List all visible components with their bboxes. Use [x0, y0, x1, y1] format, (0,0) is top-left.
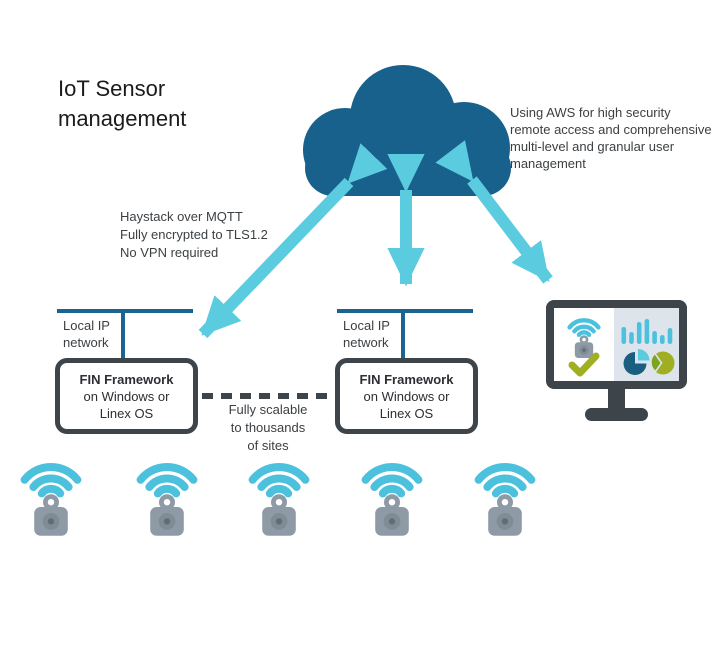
- wifi-sensor-icon: [366, 467, 419, 536]
- fin-framework-box-left: FIN Framework on Windows or Linex OS: [55, 358, 198, 434]
- network-line-left: [57, 309, 193, 358]
- fin-box-line3: Linex OS: [379, 405, 434, 421]
- wifi-sensor-icon: [141, 467, 194, 536]
- page-title: IoT Sensor management: [58, 76, 187, 131]
- monitor-icon: [546, 300, 687, 421]
- fin-box-line3: Linex OS: [99, 405, 154, 421]
- pie-chart-olive-icon: [650, 351, 675, 375]
- bar-chart-icon: [621, 319, 673, 344]
- double-arrow-right-icon: [435, 140, 553, 284]
- fin-box-line2: on Windows or: [363, 388, 450, 404]
- wifi-sensor-icon: [479, 467, 532, 536]
- fin-box-title: FIN Framework: [79, 371, 174, 387]
- pie-chart-icon: [623, 349, 650, 375]
- scalable-annotation: Fully scalable to thousands of sites: [228, 402, 308, 453]
- wifi-sensor-icon: [25, 467, 78, 536]
- cloud-icon: [303, 65, 511, 196]
- aws-annotation: Using AWS for high security remote acces…: [510, 105, 712, 171]
- checkmark-icon: [568, 352, 600, 377]
- sensor-row: [25, 467, 532, 536]
- double-arrow-left-icon: [198, 143, 388, 339]
- fin-box-title: FIN Framework: [359, 371, 454, 387]
- network-label-left: Local IP network: [63, 318, 110, 350]
- fin-box-line2: on Windows or: [83, 388, 170, 404]
- network-label-right: Local IP network: [343, 318, 390, 350]
- wifi-sensor-icon: [253, 467, 306, 536]
- mqtt-annotation: Haystack over MQTT Fully encrypted to TL…: [120, 209, 268, 260]
- fin-framework-box-right: FIN Framework on Windows or Linex OS: [335, 358, 478, 434]
